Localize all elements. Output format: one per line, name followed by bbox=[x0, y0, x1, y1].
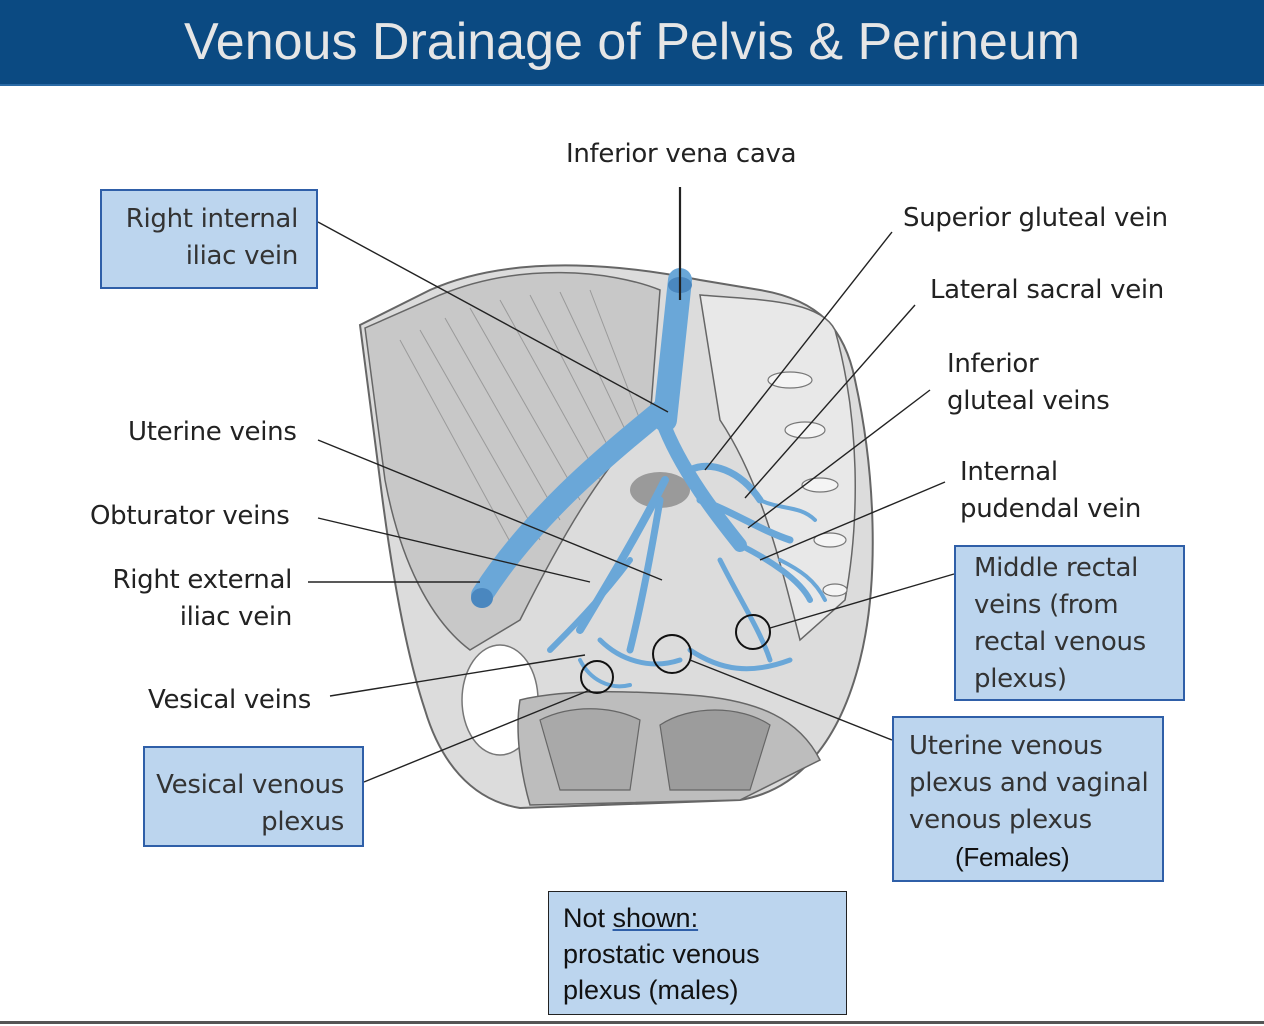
box-uterine-vaginal-venous-plexus: Uterine venous plexus and vaginal venous… bbox=[892, 716, 1164, 882]
muscle-hatching bbox=[399, 289, 641, 561]
note-line-3: plexus (males) bbox=[563, 975, 739, 1005]
note-prefix: Not bbox=[563, 903, 613, 933]
vesical-plexus-marker bbox=[580, 660, 614, 694]
label-uterine-veins: Uterine veins bbox=[128, 417, 297, 447]
sacrum bbox=[699, 294, 856, 642]
note-link[interactable]: shown: bbox=[612, 903, 699, 933]
label-internal-pudendal-vein: Internal pudendal vein bbox=[960, 457, 1142, 524]
box-middle-rectal-veins: Middle rectal veins (from rectal venous … bbox=[954, 545, 1185, 701]
label-vesical-veins: Vesical veins bbox=[148, 685, 311, 715]
uterine-plexus-marker bbox=[652, 634, 692, 674]
plexus-markers bbox=[580, 614, 771, 694]
leader-lines bbox=[308, 187, 955, 783]
label-right-external-iliac-vein: Right external iliac vein bbox=[112, 565, 292, 632]
label-lateral-sacral-vein: Lateral sacral vein bbox=[930, 275, 1164, 305]
label-superior-gluteal-vein: Superior gluteal vein bbox=[903, 203, 1168, 233]
label-inferior-vena-cava: Inferior vena cava bbox=[566, 139, 797, 169]
rectal-plexus-marker bbox=[735, 614, 771, 650]
box-vesical-venous-plexus: Vesical venous plexus bbox=[143, 746, 364, 847]
bottom-divider bbox=[0, 1021, 1264, 1024]
vein-network bbox=[471, 268, 827, 689]
box-right-internal-iliac-vein: Right internal iliac vein bbox=[100, 189, 318, 289]
note-box: Not shown: prostatic venous plexus (male… bbox=[548, 891, 847, 1015]
label-obturator-veins: Obturator veins bbox=[90, 501, 290, 531]
note-line-2: prostatic venous bbox=[563, 939, 760, 969]
label-inferior-gluteal-veins: Inferior gluteal veins bbox=[947, 349, 1110, 416]
slide-title: Venous Drainage of Pelvis & Perineum bbox=[0, 0, 1264, 86]
